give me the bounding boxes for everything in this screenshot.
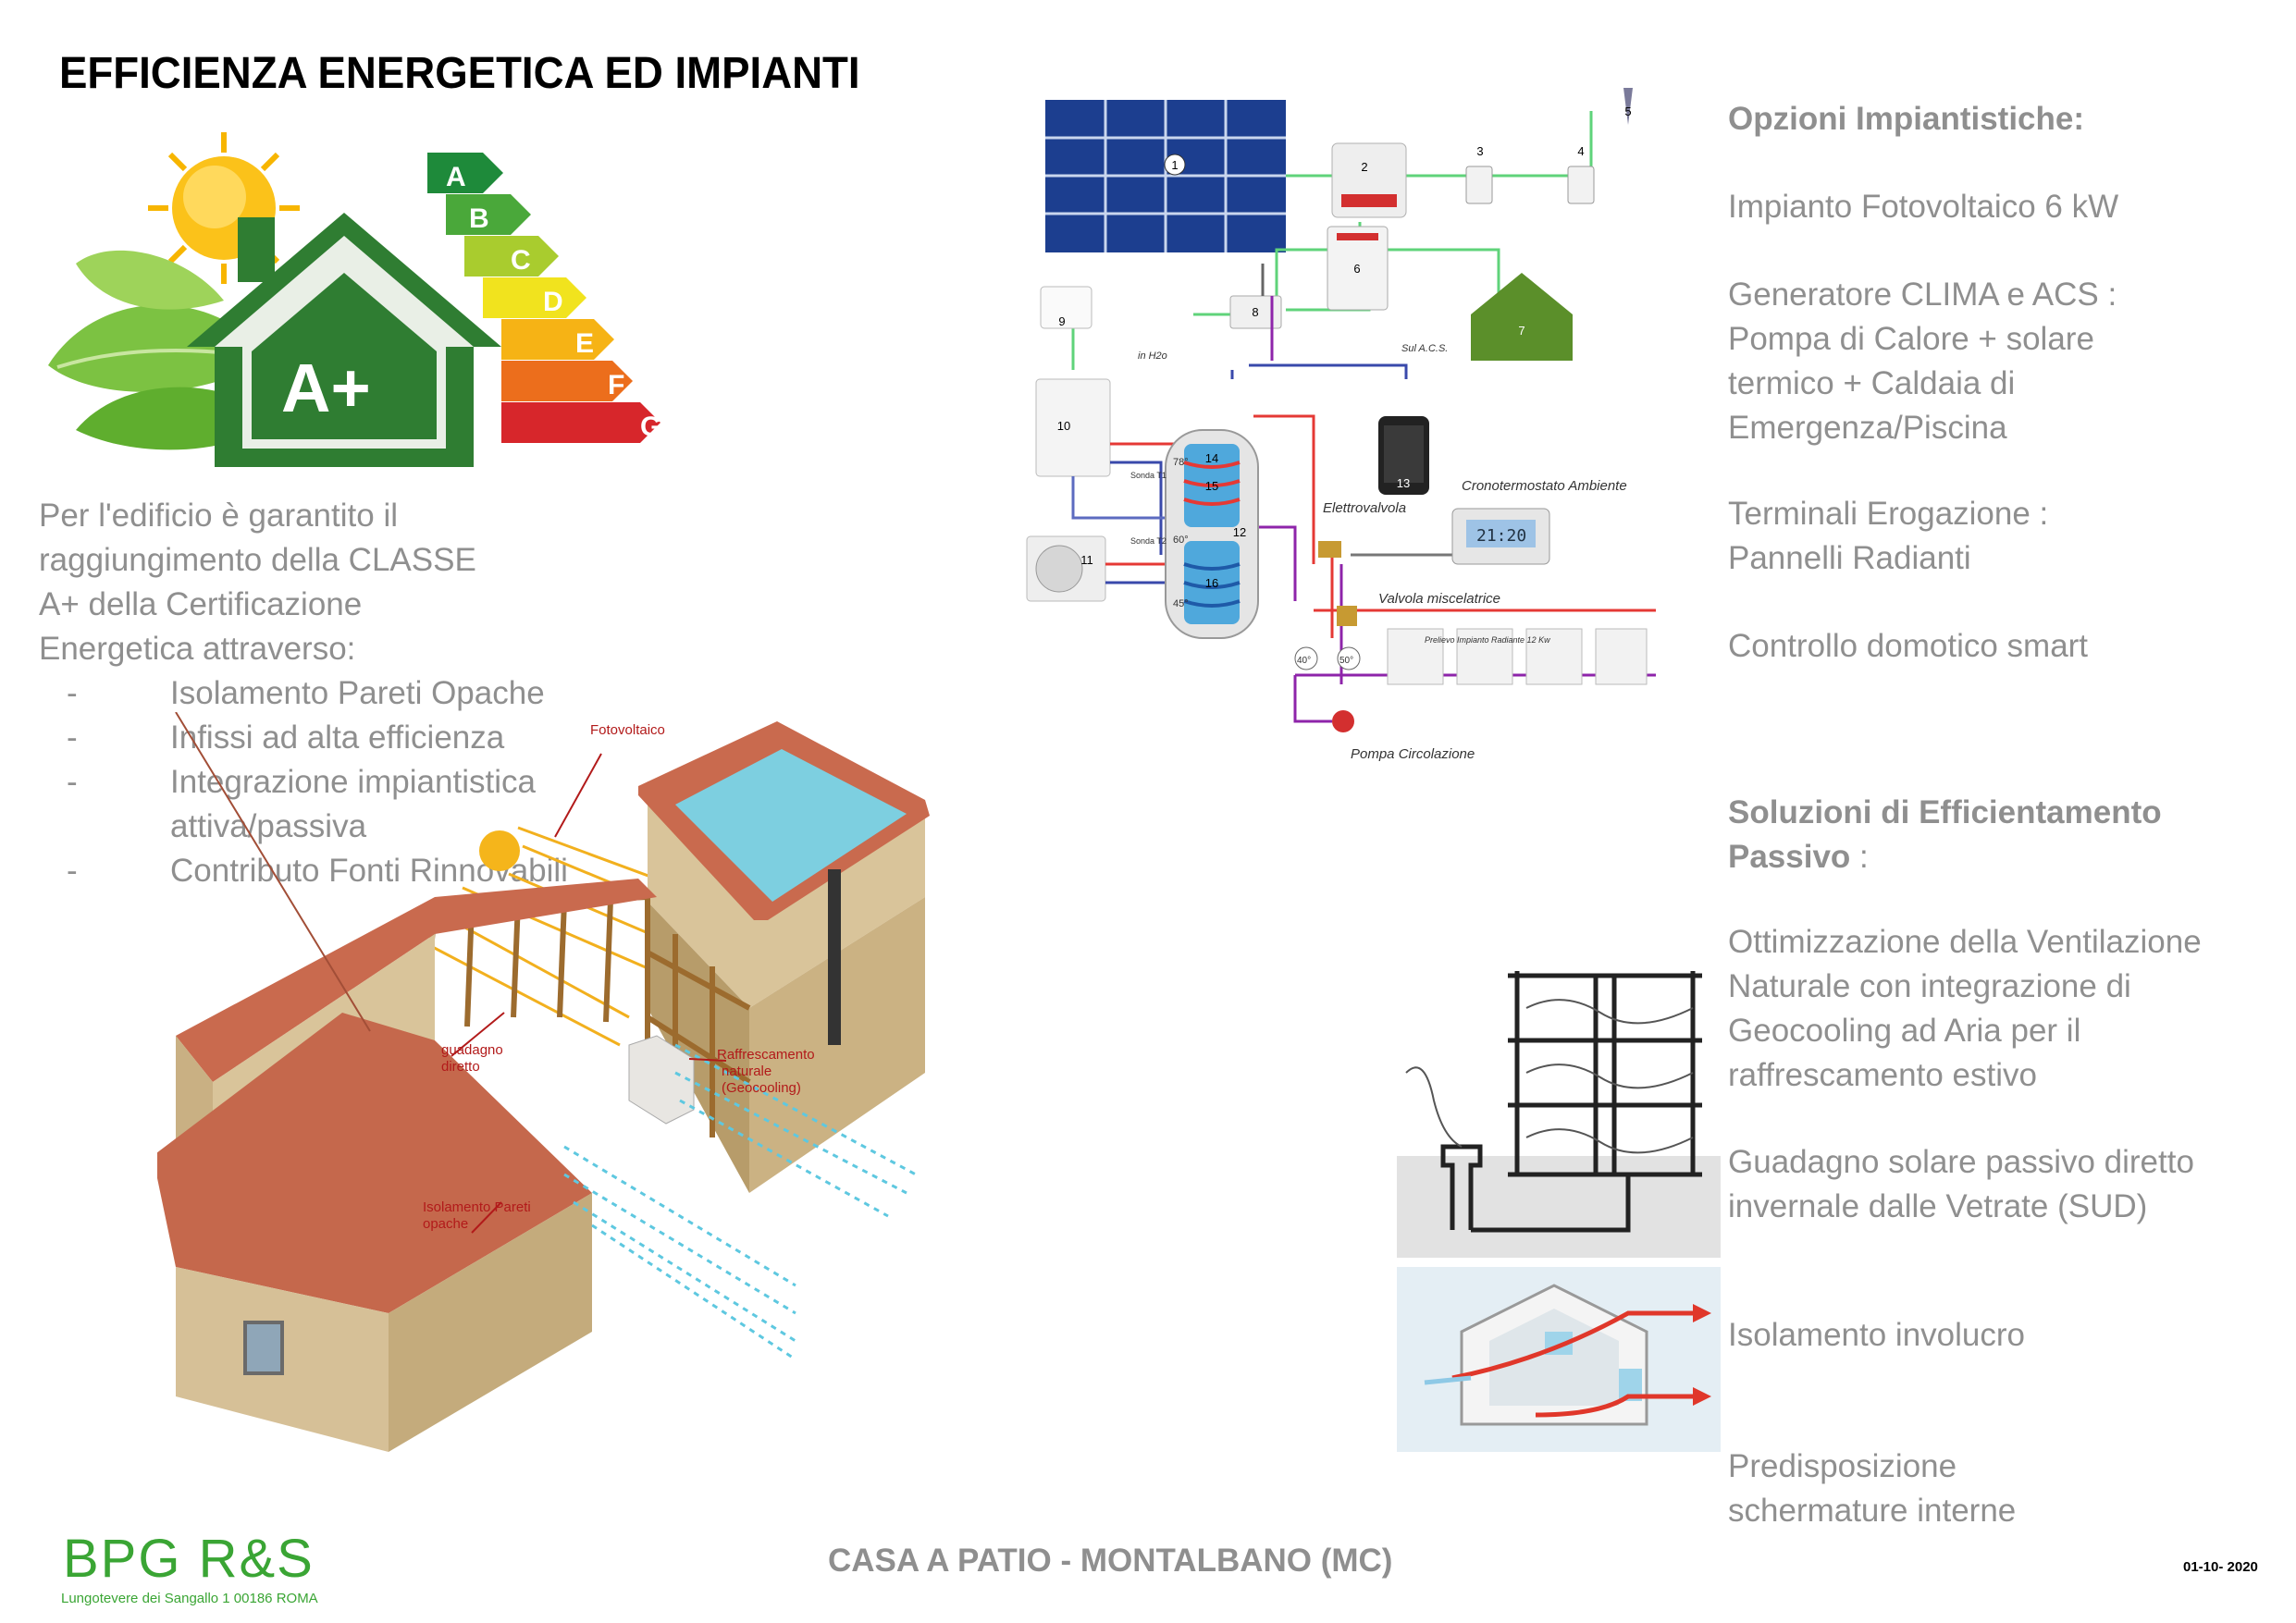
intro-line: Energetica attraverso: xyxy=(39,631,356,667)
grade-a-label: A xyxy=(446,162,466,192)
option-gen-line4: Emergenza/Piscina xyxy=(1728,410,2007,446)
insulation-label-2: opache xyxy=(423,1216,468,1232)
intro-text: Per l'edificio è garantito il raggiungim… xyxy=(39,494,612,671)
grade-f-label: F xyxy=(608,370,624,400)
radiators xyxy=(1387,628,1648,685)
energy-grade-bars: A B C D E F G xyxy=(427,153,661,443)
pv-panel xyxy=(675,749,907,902)
energy-class-text: A+ xyxy=(281,350,371,426)
list-item: -Integrazione impiantistica attiva/passi… xyxy=(67,764,536,844)
sun-icon xyxy=(148,132,300,284)
temp-45-label: 45° xyxy=(1173,598,1189,609)
option-domotic: Controllo domotico smart xyxy=(1728,628,2089,664)
passive-insulation: Isolamento involucro xyxy=(1728,1317,2025,1353)
grade-e-label: E xyxy=(575,328,594,359)
passive-solar-line1: Guadagno solare passivo diretto xyxy=(1728,1144,2194,1180)
pompa-label: Pompa Circolazione xyxy=(1351,746,1475,762)
marker-16: 16 xyxy=(1205,576,1218,590)
insulation-label-1: Isolamento Pareti xyxy=(423,1199,531,1215)
crono-label: Cronotermostato Ambiente xyxy=(1462,478,1627,494)
impianti-heading: Opzioni Impiantistiche: xyxy=(1728,101,2085,137)
passive-shading-line2: schermature interne xyxy=(1728,1493,2017,1529)
prelievo-label: Prelievo Impianto Radiante 12 Kw xyxy=(1425,635,1550,645)
temp-50-label: 50° xyxy=(1339,656,1353,666)
passive-ventilation-line2: Naturale con integrazione di xyxy=(1728,968,2131,1004)
passive-heading-line2: Passivo : xyxy=(1728,839,1869,875)
page-title: EFFICIENZA ENERGETICA ED IMPIANTI xyxy=(59,49,860,98)
pv-label: Fotovoltaico xyxy=(590,722,665,738)
marker-5: 5 xyxy=(1624,105,1631,118)
temp-78-label: 78° xyxy=(1173,457,1189,468)
intro-line: A+ della Certificazione xyxy=(39,586,363,622)
option-pv: Impianto Fotovoltaico 6 kW xyxy=(1728,189,2119,225)
marker-3: 3 xyxy=(1476,144,1483,158)
marker-7: 7 xyxy=(1518,324,1524,338)
option-gen-line2: Pompa di Calore + solare xyxy=(1728,321,2094,357)
solar-panel-array xyxy=(1045,100,1286,252)
temp-40-label: 40° xyxy=(1297,656,1311,666)
gain-label-2: diretto xyxy=(441,1059,480,1075)
house-icon: A+ xyxy=(187,213,501,467)
in-h2o-label: in H2o xyxy=(1138,350,1167,362)
marker-8: 8 xyxy=(1252,305,1258,319)
out-acs-label: Sul A.C.S. xyxy=(1401,343,1448,354)
option-terminals-line1: Terminali Erogazione : xyxy=(1728,496,2049,532)
project-title: CASA A PATIO - MONTALBANO (MC) xyxy=(828,1543,1393,1579)
cooling-label-3: (Geocooling) xyxy=(722,1080,801,1096)
plant-schematic-diagram: 21:20 1 2 3 4 5 6 7 8 9 10 11 12 13 14 1… xyxy=(1026,88,1656,762)
grade-d-label: D xyxy=(543,287,563,317)
intro-line: Per l'edificio è garantito il xyxy=(39,498,398,534)
marker-10: 10 xyxy=(1057,419,1070,433)
marker-2: 2 xyxy=(1361,160,1367,174)
option-gen-line1: Generatore CLIMA e ACS : xyxy=(1728,277,2117,313)
ventilation-section-diagram xyxy=(1397,971,1721,1258)
marker-9: 9 xyxy=(1058,314,1065,328)
thermostat-display: 21:20 xyxy=(1476,526,1526,546)
list-item: -Isolamento Pareti Opache xyxy=(67,675,545,711)
passive-solar-line2: invernale dalle Vetrate (SUD) xyxy=(1728,1188,2148,1224)
sonda-t1-label: Sonda T1 xyxy=(1130,471,1167,480)
passive-heading-line1: Soluzioni di Efficientamento xyxy=(1728,794,2162,830)
marker-1: 1 xyxy=(1171,158,1178,172)
marker-4: 4 xyxy=(1577,144,1584,158)
company-address: Lungotevere dei Sangallo 1 00186 ROMA xyxy=(61,1591,318,1606)
gain-label-1: guadagno xyxy=(441,1042,503,1058)
passive-ventilation-line4: raffrescamento estivo xyxy=(1728,1057,2037,1093)
company-logo: BPG R&S xyxy=(63,1529,315,1589)
marker-14: 14 xyxy=(1205,451,1218,465)
marker-6: 6 xyxy=(1353,262,1360,276)
marker-13: 13 xyxy=(1397,476,1410,490)
passive-shading-line1: Predisposizione xyxy=(1728,1448,1957,1484)
grade-c-label: C xyxy=(511,245,531,276)
option-terminals-line2: Pannelli Radianti xyxy=(1728,540,1971,576)
elettrovalvola-label: Elettrovalvola xyxy=(1323,500,1406,516)
passive-ventilation-line1: Ottimizzazione della Ventilazione xyxy=(1728,924,2202,960)
document-date: 01-10- 2020 xyxy=(2183,1559,2258,1575)
grade-b-label: B xyxy=(469,203,489,234)
grade-g-label: G xyxy=(640,412,661,442)
sonda-t2-label: Sonda T2 xyxy=(1130,536,1167,546)
intro-line: raggiungimento della CLASSE xyxy=(39,542,476,578)
insulation-envelope-diagram xyxy=(1397,1267,1721,1452)
temp-60-label: 60° xyxy=(1173,535,1189,546)
house-passive-design-illustration: Fotovoltaico guadagno diretto Raffrescam… xyxy=(157,712,930,1452)
valvola-label: Valvola miscelatrice xyxy=(1378,591,1500,607)
energy-class-illustration: A B C D E F G A+ xyxy=(48,132,661,467)
marker-11: 11 xyxy=(1080,553,1093,567)
storage-tank xyxy=(1165,429,1259,639)
cooling-label-1: Raffrescamento xyxy=(717,1047,815,1063)
passive-ventilation-line3: Geocooling ad Aria per il xyxy=(1728,1013,2081,1049)
cooling-label-2: naturale xyxy=(722,1064,772,1079)
marker-12: 12 xyxy=(1233,525,1246,539)
sun-icon xyxy=(479,830,520,871)
list-item: -Infissi ad alta efficienza xyxy=(67,719,505,756)
option-gen-line3: termico + Caldaia di xyxy=(1728,365,2016,401)
marker-15: 15 xyxy=(1205,479,1218,493)
